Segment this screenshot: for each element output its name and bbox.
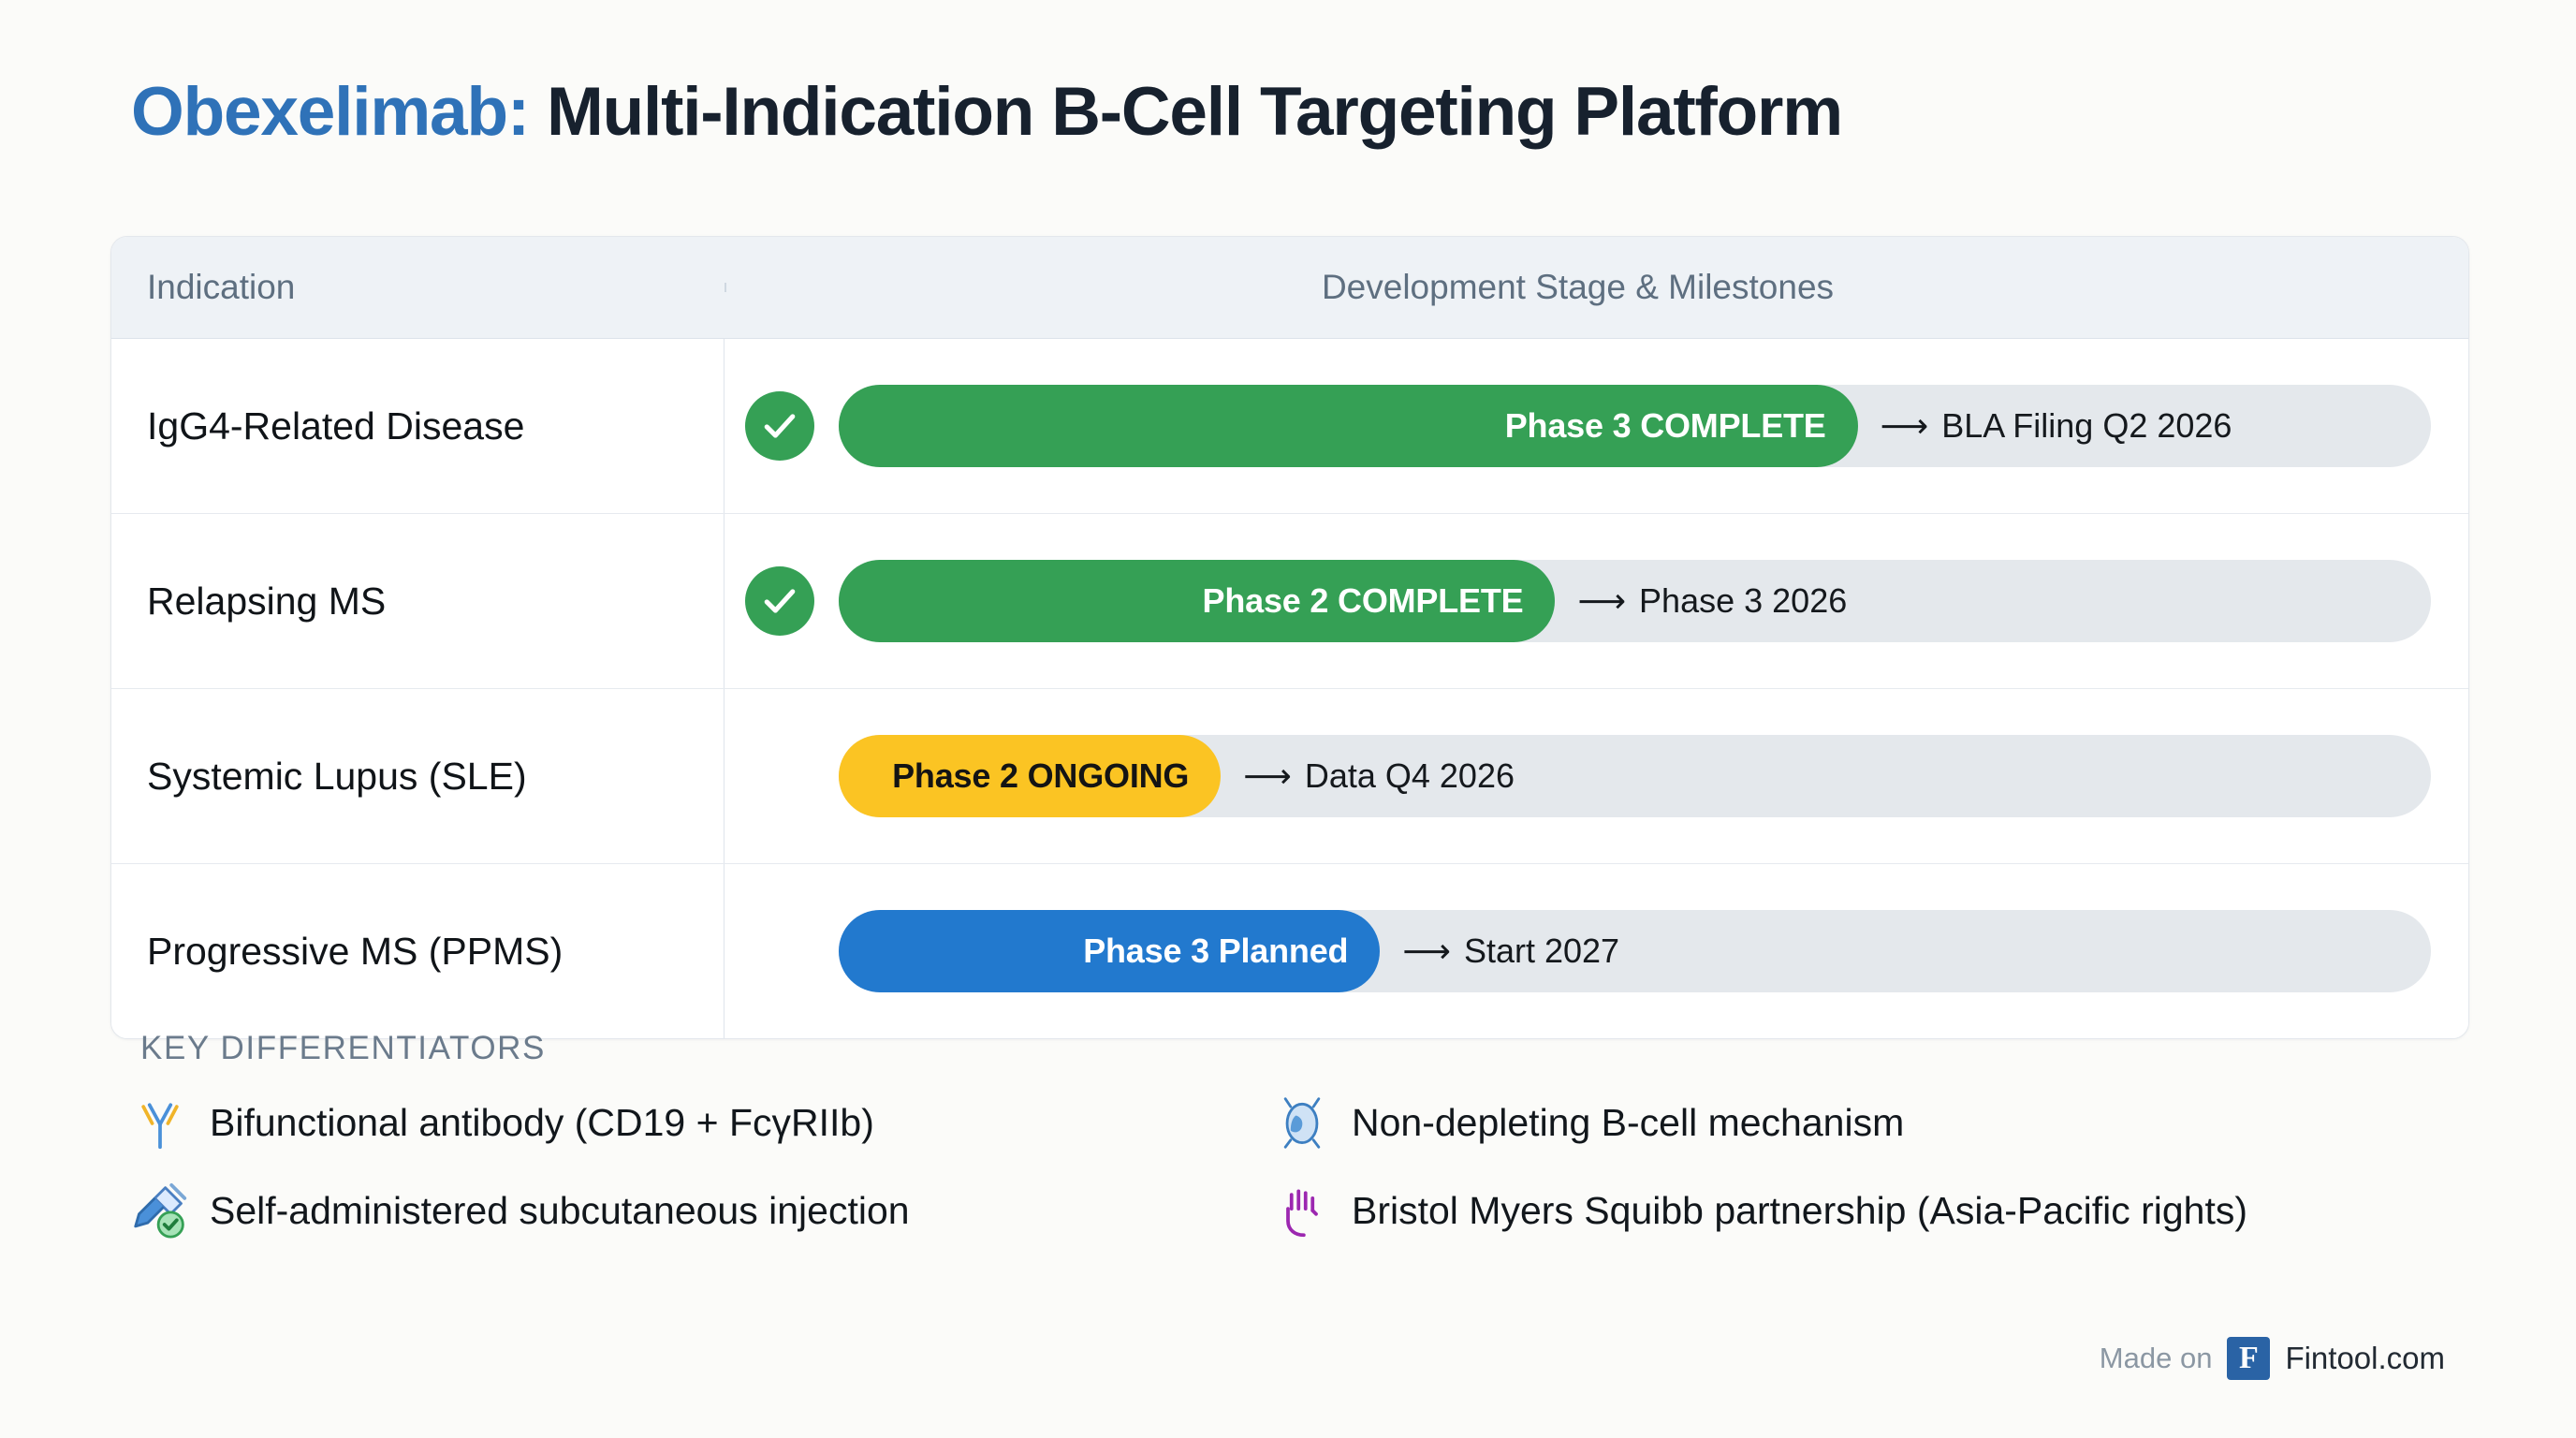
milestone-label: Data Q4 2026: [1304, 756, 1515, 795]
fintool-logo-icon: F: [2227, 1337, 2271, 1380]
key-differentiator-item: Bristol Myers Squibb partnership (Asia-P…: [1273, 1181, 2452, 1240]
development-cell: Phase 2 COMPLETE ⟶ Phase 3 2026: [724, 514, 2468, 688]
table-body: IgG4-Related Disease Phase 3 COMPLETE ⟶ BLA…: [111, 339, 2468, 1038]
table-row: Relapsing MS Phase 2 COMPLETE ⟶ Phase 3 202…: [111, 514, 2468, 689]
table-row: IgG4-Related Disease Phase 3 COMPLETE ⟶ BLA…: [111, 339, 2468, 514]
indication-label: IgG4-Related Disease: [111, 339, 724, 513]
fintool-brand-label: Fintool.com: [2285, 1341, 2445, 1375]
progress-track: Phase 3 Planned ⟶ Start 2027: [839, 910, 2431, 992]
progress-fill: Phase 3 COMPLETE: [839, 385, 1858, 467]
development-cell: Phase 3 Planned ⟶ Start 2027: [724, 864, 2468, 1038]
key-differentiator-label: Bristol Myers Squibb partnership (Asia-P…: [1352, 1188, 2247, 1232]
milestone-label: Start 2027: [1463, 932, 1620, 970]
arrow-icon: ⟶: [1402, 932, 1451, 970]
key-differentiator-label: Non-depleting B-cell mechanism: [1352, 1100, 1905, 1144]
key-differentiator-item: Non-depleting B-cell mechanism: [1273, 1093, 2452, 1152]
progress-fill: Phase 2 COMPLETE: [839, 560, 1556, 642]
b-cell-icon: [1273, 1093, 1331, 1152]
key-differentiator-label: Bifunctional antibody (CD19 + FcγRIIb): [210, 1100, 874, 1144]
table-header-row: Indication Development Stage & Milestone…: [111, 237, 2468, 339]
milestone-label: BLA Filing Q2 2026: [1941, 406, 2232, 445]
table-row: Progressive MS (PPMS) Phase 3 Planned ⟶ Sta…: [111, 864, 2468, 1038]
milestone-group: ⟶ Start 2027: [1402, 932, 1619, 971]
progress-track: Phase 3 COMPLETE ⟶ BLA Filing Q2 2026: [839, 385, 2431, 467]
key-differentiator-item: Bifunctional antibody (CD19 + FcγRIIb): [131, 1093, 1273, 1152]
page-title-accent: Obexelimab:: [131, 74, 530, 150]
stage-label: Phase 3 Planned: [1083, 932, 1349, 970]
handshake-icon: [1273, 1181, 1331, 1240]
arrow-icon: ⟶: [1243, 756, 1292, 795]
key-differentiators-heading: KEY DIFFERENTIATORS: [140, 1030, 546, 1066]
table-row: Systemic Lupus (SLE) Phase 2 ONGOING ⟶ Data…: [111, 689, 2468, 864]
column-header-indication: Indication: [147, 268, 296, 306]
stage-label: Phase 2 ONGOING: [892, 756, 1190, 795]
made-on-label: Made on: [2099, 1342, 2213, 1374]
page-title: Obexelimab: Multi-Indication B-Cell Targ…: [131, 73, 1843, 151]
development-cell: Phase 3 COMPLETE ⟶ BLA Filing Q2 2026: [724, 339, 2468, 513]
key-differentiator-label: Self-administered subcutaneous injection: [210, 1188, 910, 1232]
progress-track: Phase 2 COMPLETE ⟶ Phase 3 2026: [839, 560, 2431, 642]
milestone-group: ⟶ BLA Filing Q2 2026: [1881, 406, 2232, 446]
progress-fill: Phase 3 Planned: [839, 910, 1381, 992]
key-differentiator-item: Self-administered subcutaneous injection: [131, 1181, 1273, 1240]
syringe-icon: [131, 1181, 189, 1240]
progress-fill: Phase 2 ONGOING: [839, 735, 1222, 817]
indication-label: Systemic Lupus (SLE): [111, 689, 724, 863]
milestone-label: Phase 3 2026: [1639, 581, 1848, 620]
indication-label: Progressive MS (PPMS): [111, 864, 724, 1038]
stage-label: Phase 3 COMPLETE: [1504, 406, 1826, 445]
arrow-icon: ⟶: [1880, 406, 1929, 445]
key-differentiators-grid: Bifunctional antibody (CD19 + FcγRIIb) No…: [131, 1093, 2452, 1240]
check-circle-icon: [745, 566, 814, 636]
indication-label: Relapsing MS: [111, 514, 724, 688]
pipeline-table-card: Indication Development Stage & Milestone…: [110, 236, 2469, 1039]
arrow-icon: ⟶: [1577, 581, 1627, 620]
page-title-rest: Multi-Indication B-Cell Targeting Platfo…: [528, 74, 1843, 150]
milestone-group: ⟶ Phase 3 2026: [1577, 581, 1847, 621]
progress-track: Phase 2 ONGOING ⟶ Data Q4 2026: [839, 735, 2431, 817]
development-cell: Phase 2 ONGOING ⟶ Data Q4 2026: [724, 689, 2468, 863]
check-circle-icon: [745, 391, 814, 461]
antibody-icon: [131, 1093, 189, 1152]
footer-attribution: Made on F Fintool.com: [2100, 1337, 2445, 1380]
milestone-group: ⟶ Data Q4 2026: [1243, 756, 1515, 796]
stage-label: Phase 2 COMPLETE: [1202, 581, 1524, 620]
column-header-development: Development Stage & Milestones: [724, 268, 2468, 307]
